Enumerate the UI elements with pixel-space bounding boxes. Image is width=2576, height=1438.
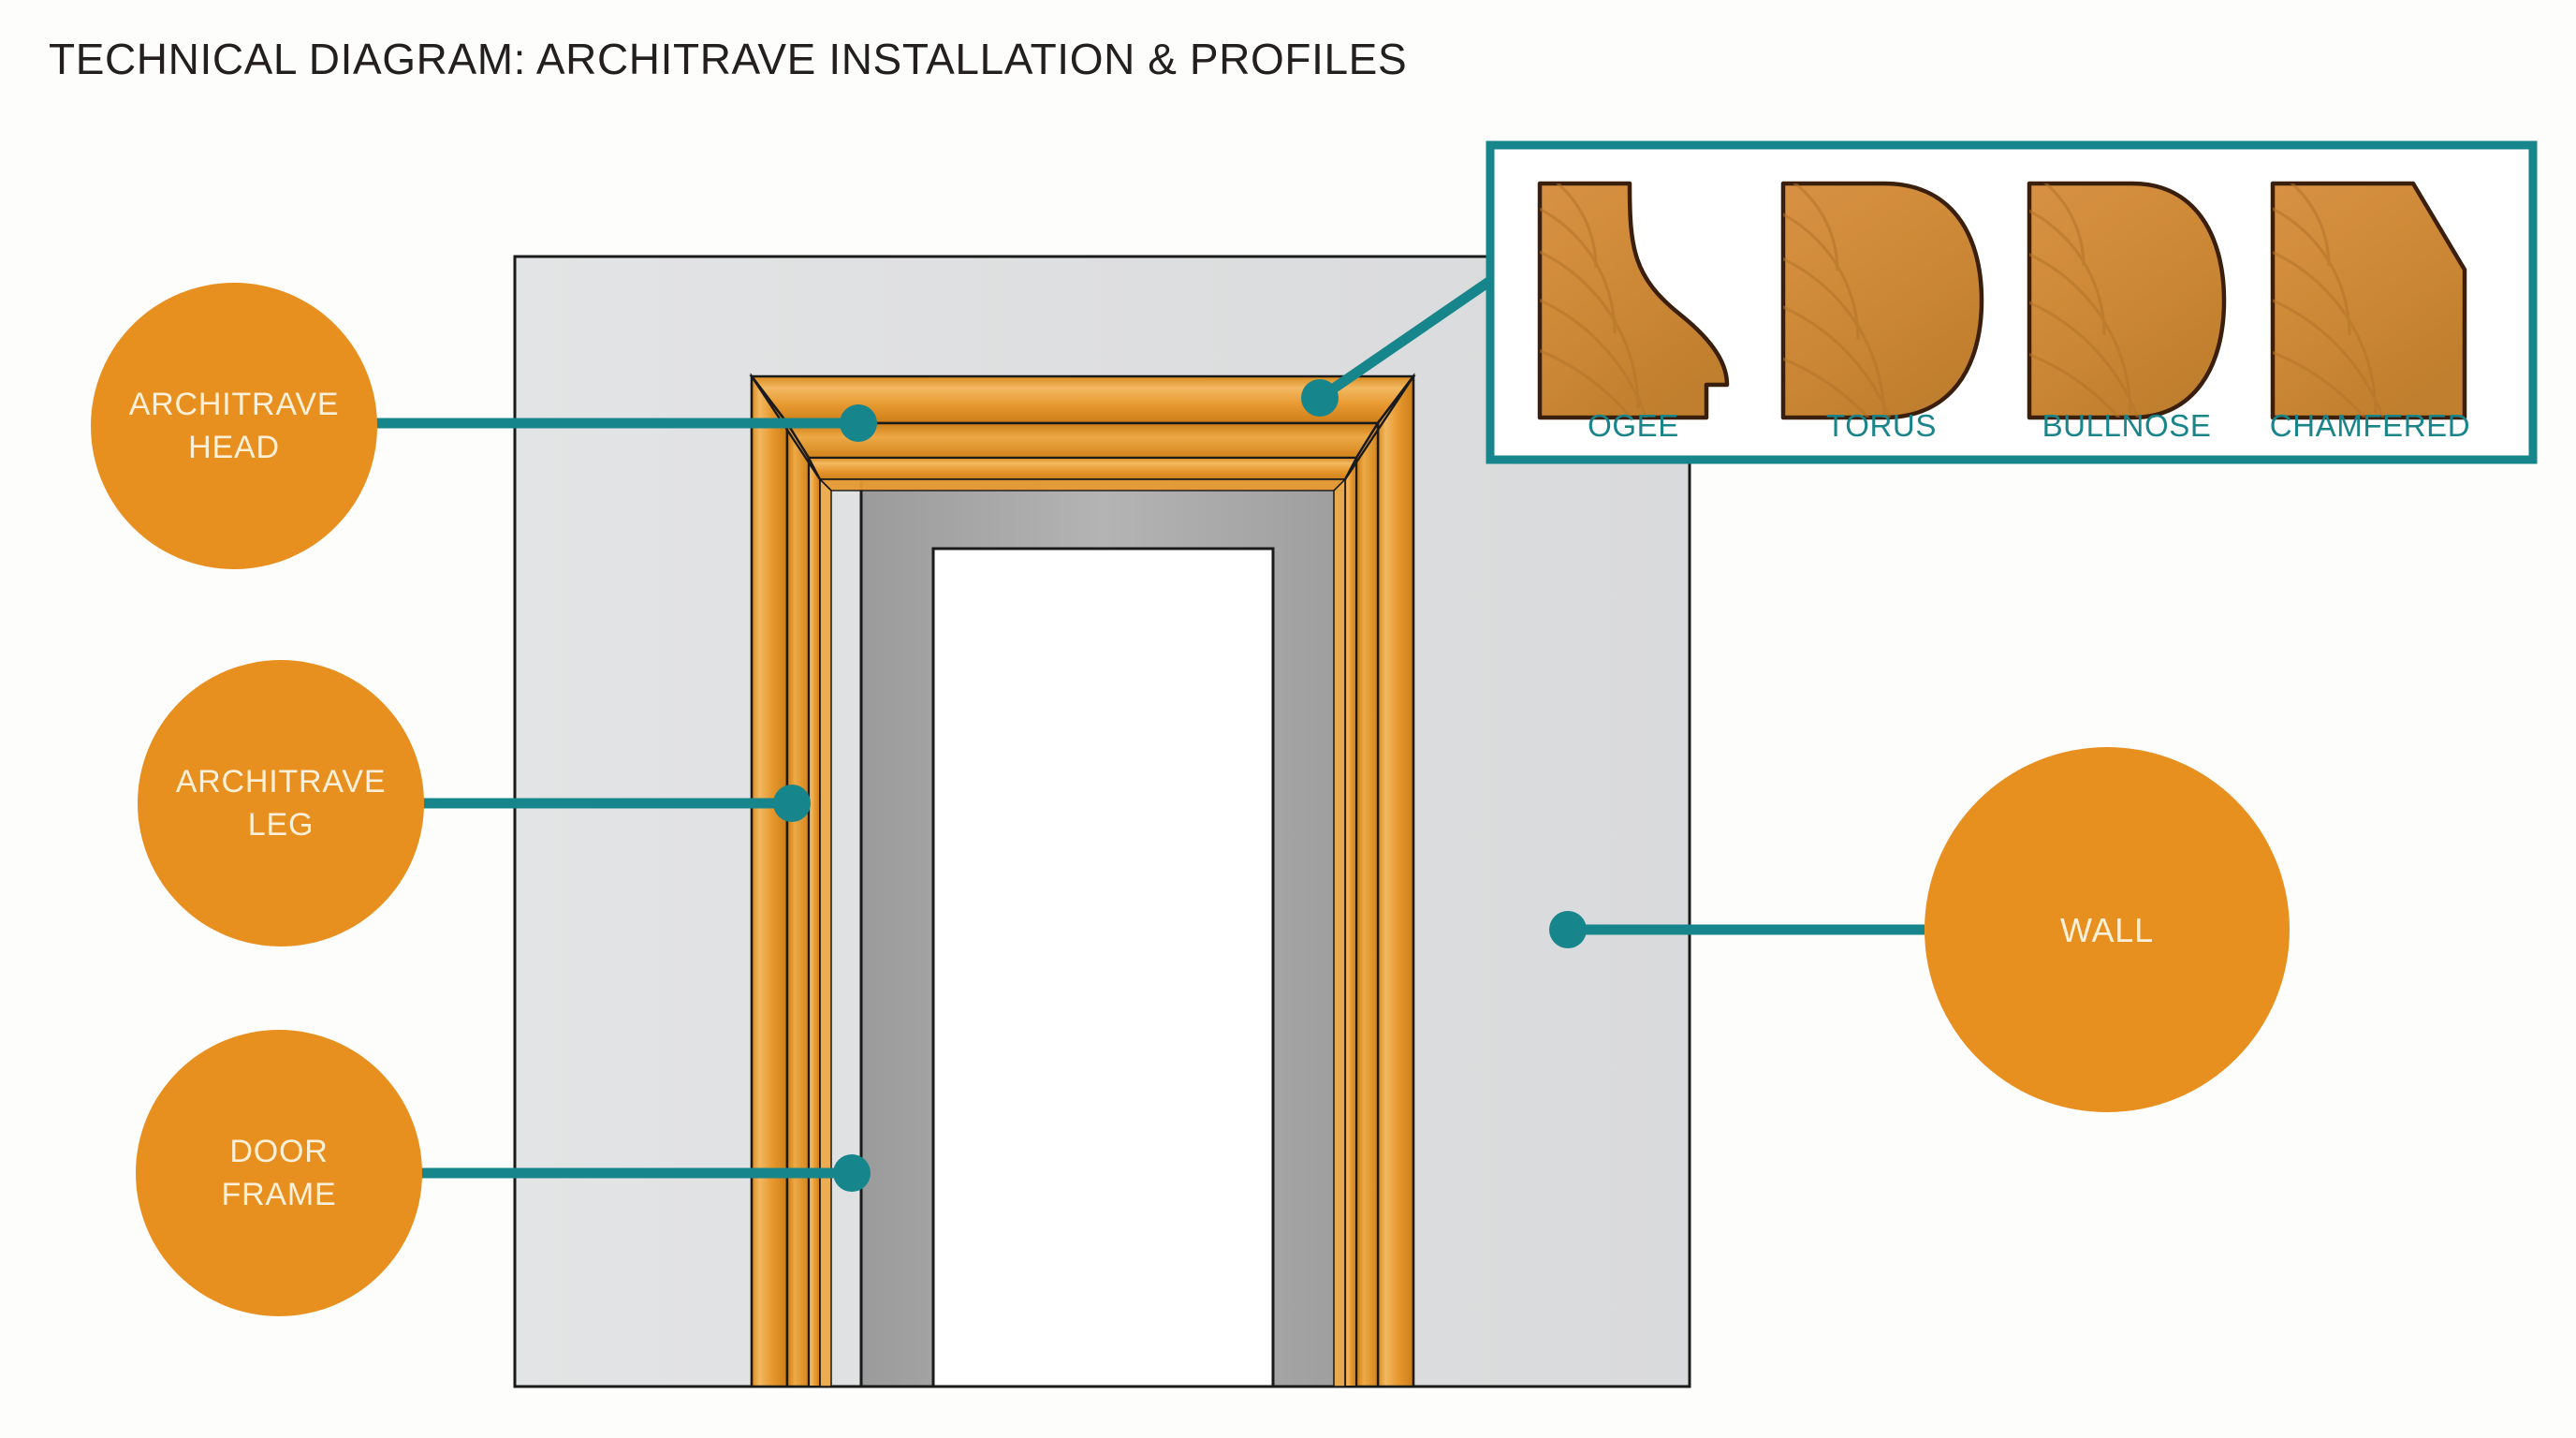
leader-profile-panel: [1316, 276, 1494, 403]
profile-chamfered[interactable]: [2183, 155, 2467, 577]
architrave-frame: [749, 373, 1416, 1388]
callout-line-2: HEAD: [188, 430, 280, 465]
dot-wall: [1549, 911, 1587, 948]
dot-architrave-head: [840, 404, 877, 442]
dot-door-frame: [833, 1154, 871, 1192]
profile-ogee[interactable]: [1451, 155, 1730, 567]
profile-bullnose[interactable]: [1939, 157, 2227, 577]
callout-wall[interactable]: WALL: [1925, 747, 2290, 1112]
callout-line-1: ARCHITRAVE: [176, 764, 387, 800]
dot-architrave-leg: [773, 785, 811, 822]
callout-architrave-head[interactable]: ARCHITRAVE HEAD: [91, 283, 377, 569]
profile-label-ogee: OGEE: [1588, 408, 1679, 443]
profile-panel: OGEE TORUS: [1451, 140, 2538, 582]
callout-circle[interactable]: [1925, 747, 2290, 1112]
profile-label-bullnose: BULLNOSE: [2042, 408, 2212, 443]
profile-torus[interactable]: [1691, 160, 1984, 582]
callout-line-1: DOOR: [229, 1134, 328, 1169]
door-opening: [931, 547, 1275, 1388]
callout-line-1: ARCHITRAVE: [129, 387, 340, 422]
callout-line-2: FRAME: [222, 1177, 337, 1212]
leader-lines: [374, 276, 1925, 1179]
callout-line-1: WALL: [2060, 911, 2154, 949]
callout-circle[interactable]: [91, 283, 377, 569]
callout-line-2: LEG: [248, 807, 314, 843]
profile-label-torus: TORUS: [1826, 408, 1937, 443]
page-title: TECHNICAL DIAGRAM: ARCHITRAVE INSTALLATI…: [49, 35, 1408, 83]
callout-circle[interactable]: [136, 1030, 422, 1316]
callout-circle[interactable]: [138, 660, 424, 946]
dot-profile-source: [1301, 379, 1339, 417]
callout-door-frame[interactable]: DOOR FRAME: [136, 1030, 422, 1316]
leader-dots: [773, 379, 1587, 1192]
profile-label-chamfered: CHAMFERED: [2270, 408, 2470, 443]
callout-architrave-leg[interactable]: ARCHITRAVE LEG: [138, 660, 424, 946]
